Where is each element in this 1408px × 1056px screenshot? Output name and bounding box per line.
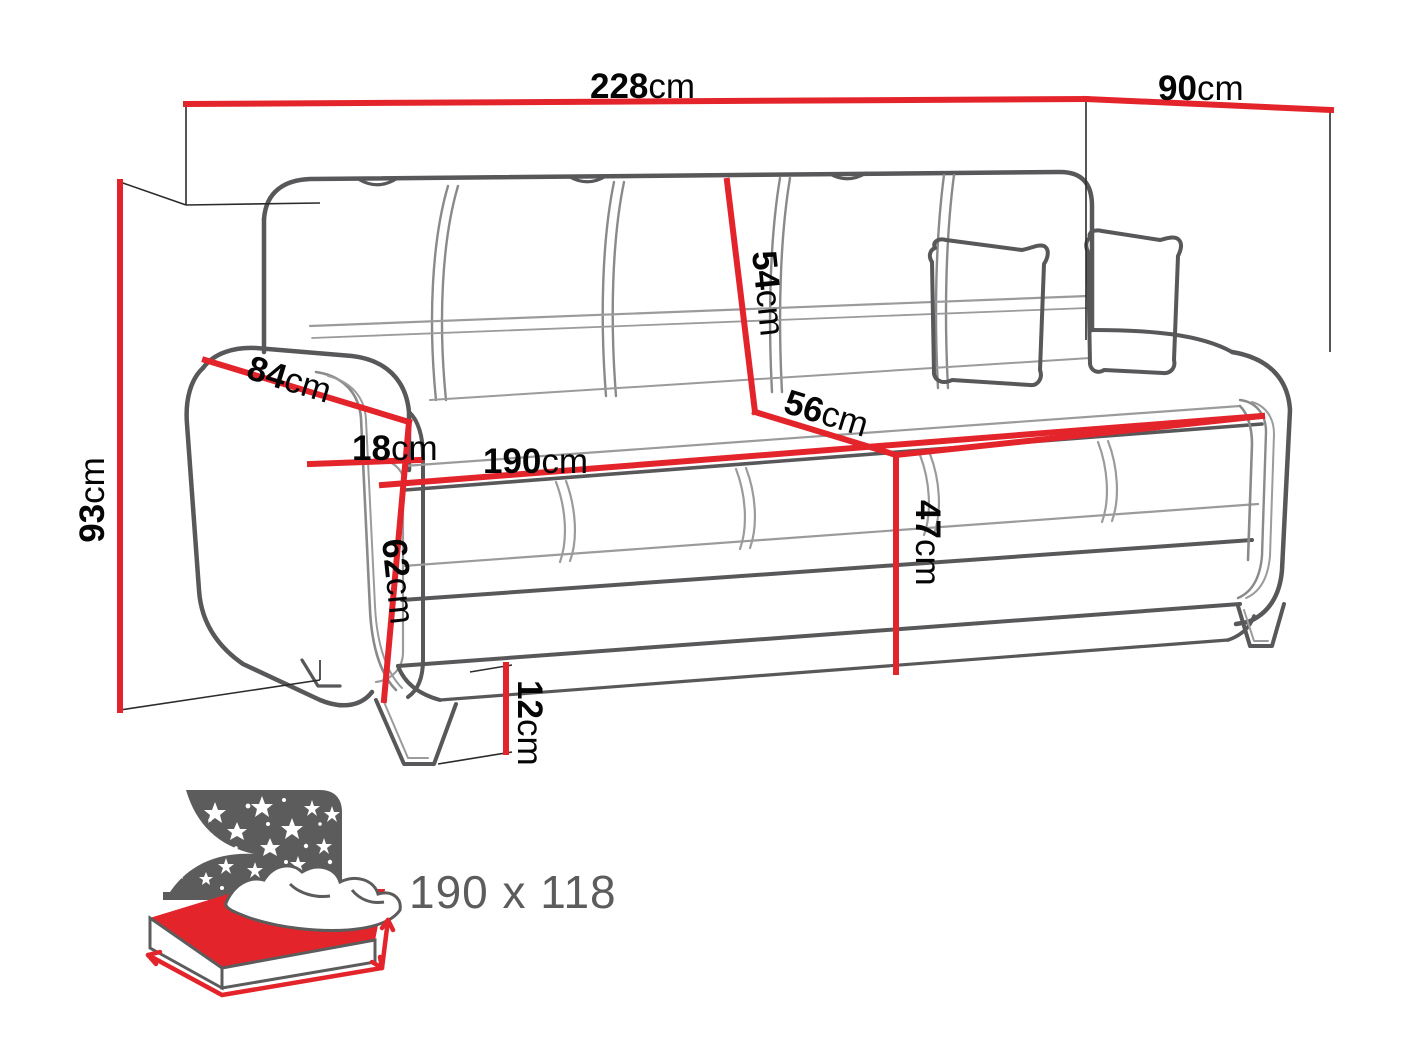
label-93cm: 93cm — [73, 457, 112, 543]
sleeping-area-label: 190 x 118 — [409, 866, 617, 918]
dimline-18 — [306, 456, 424, 468]
backrest-outline — [261, 169, 1095, 333]
duvet-fold-1 — [288, 882, 331, 898]
dimline-190 — [378, 412, 1266, 489]
label-228cm: 228cm — [590, 67, 695, 106]
label-12cm: 12cm — [510, 680, 549, 766]
dimline-228 — [182, 95, 1090, 108]
guide-back-top — [185, 202, 321, 206]
label-90cm: 90cm — [1158, 69, 1244, 108]
seat-roll-bottom — [401, 502, 1260, 568]
label-54cm: 54cm — [744, 249, 792, 338]
dimline-90 — [1082, 95, 1335, 114]
throw-pillow-left — [927, 237, 1050, 388]
left-rear-leg — [300, 658, 342, 688]
dimline-56 — [751, 408, 900, 459]
dimline-seatfront — [892, 412, 1266, 459]
left-front-leg — [374, 698, 458, 766]
guide-bottom-left — [119, 679, 321, 711]
label-47cm: 47cm — [908, 500, 947, 586]
left-armrest-outer — [184, 365, 375, 708]
duvet-fold-2 — [350, 889, 385, 904]
mattress-dim-arrows — [145, 952, 385, 998]
base-line-2 — [396, 602, 1242, 668]
backrest-right-shoulder — [1090, 328, 1234, 354]
left-armrest-top — [200, 345, 412, 473]
right-front-leg — [1236, 602, 1286, 648]
guide-leg-bottom — [437, 751, 513, 765]
right-armrest-outer — [1229, 349, 1293, 627]
dimline-62 — [380, 418, 413, 704]
guide-top-left-diagonal — [119, 181, 187, 206]
label-56cm: 56cm — [780, 382, 873, 444]
label-62cm: 62cm — [374, 537, 422, 626]
label-18cm: 18cm — [352, 429, 438, 468]
seat-roll-top — [403, 422, 1264, 492]
duvet — [224, 864, 402, 932]
throw-pillow-right — [1084, 228, 1183, 376]
seat-top-back-edge — [402, 404, 1242, 468]
stars-group — [165, 796, 340, 890]
dimline-84 — [201, 356, 413, 426]
dimline-54 — [723, 177, 759, 416]
base-line-1 — [400, 538, 1254, 602]
label-190cm: 190cm — [483, 442, 588, 481]
